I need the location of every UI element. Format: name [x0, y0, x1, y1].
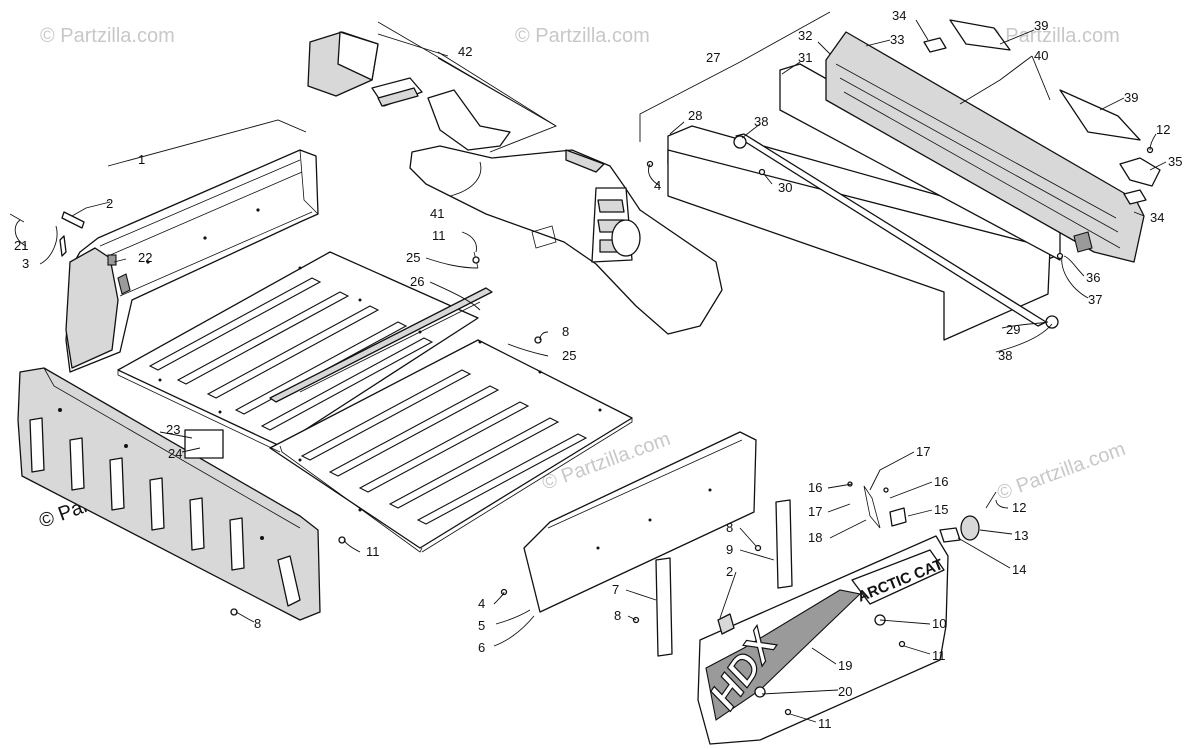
- callout-label: 4: [654, 178, 661, 193]
- callout-label: 11: [366, 544, 380, 559]
- watermark-text: © Partzilla.com: [994, 438, 1128, 505]
- callout-label: 13: [1014, 528, 1028, 543]
- tailgate-assembly: [667, 19, 1161, 341]
- callout-label: 20: [838, 684, 852, 699]
- watermark-text: © Partzilla.com: [515, 25, 650, 47]
- callout-label: 14: [1012, 562, 1026, 577]
- callout-label: 31: [798, 50, 812, 65]
- watermark-text: © Partzilla.com: [985, 25, 1120, 47]
- left-side-panel: [59, 149, 319, 373]
- callout-label: 18: [808, 530, 822, 545]
- callout-label: 17: [808, 504, 822, 519]
- callout-label: 7: [612, 582, 619, 597]
- callout-label: 8: [562, 324, 569, 339]
- callout-label: 15: [934, 502, 948, 517]
- callout-label: 24: [168, 446, 182, 461]
- callout-label: 11: [932, 648, 946, 663]
- callout-label: 21: [14, 238, 28, 253]
- callout-label: 12: [1012, 500, 1026, 515]
- callout-label: 6: [478, 640, 485, 655]
- callout-label: 8: [254, 616, 261, 631]
- callout-label: 16: [808, 480, 822, 495]
- callout-label: 34: [892, 8, 906, 23]
- callout-label: 35: [1168, 154, 1182, 169]
- callout-label: 25: [406, 250, 420, 265]
- callout-label: 8: [726, 520, 733, 535]
- callout-label: 11: [818, 716, 832, 731]
- callout-label: 36: [1086, 270, 1100, 285]
- rear-panel: ARCTIC CAT HDX: [523, 431, 949, 745]
- callout-label: 12: [1156, 122, 1170, 137]
- tail-bracket: [307, 21, 557, 151]
- watermark-text: © Partzilla.com: [40, 25, 175, 47]
- callout-label: 11: [432, 228, 446, 243]
- callout-label: 30: [778, 180, 792, 195]
- callout-label: 42: [458, 44, 472, 59]
- storage-tube: [409, 145, 723, 335]
- callout-label: 22: [138, 250, 152, 265]
- callout-label: 37: [1088, 292, 1102, 307]
- callout-label: 2: [106, 196, 113, 211]
- callout-label: 33: [890, 32, 904, 47]
- cargo-bed-floor: [117, 251, 633, 553]
- callout-label: 29: [1006, 322, 1020, 337]
- callout-label: 19: [838, 658, 852, 673]
- callout-label: 27: [706, 50, 720, 65]
- callout-label: 32: [798, 28, 812, 43]
- callout-label: 8: [614, 608, 621, 623]
- callout-label: 9: [726, 542, 733, 557]
- callout-label: 16: [934, 474, 948, 489]
- callout-label: 1: [138, 152, 145, 167]
- callout-label: 38: [998, 348, 1012, 363]
- callout-label: 41: [430, 206, 444, 221]
- callout-label: 38: [754, 114, 768, 129]
- latch-hardware: [847, 481, 997, 543]
- callout-labels: 1 2 3 21 22 42 41 11 25 26 8 25 23 24 11…: [14, 8, 1182, 731]
- callout-label: 34: [1150, 210, 1164, 225]
- callout-label: 3: [22, 256, 29, 271]
- callout-label: 26: [410, 274, 424, 289]
- front-bed-wall: [17, 367, 321, 621]
- leader-lines: [14, 11, 1167, 723]
- callout-label: 2: [726, 564, 733, 579]
- callout-label: 23: [166, 422, 180, 437]
- callout-label: 25: [562, 348, 576, 363]
- callout-label: 39: [1124, 90, 1138, 105]
- callout-label: 28: [688, 108, 702, 123]
- callout-label: 39: [1034, 18, 1048, 33]
- callout-label: 40: [1034, 48, 1048, 63]
- callout-label: 17: [916, 444, 930, 459]
- callout-label: 10: [932, 616, 946, 631]
- callout-label: 5: [478, 618, 485, 633]
- callout-label: 4: [478, 596, 485, 611]
- fasteners: [9, 146, 1154, 716]
